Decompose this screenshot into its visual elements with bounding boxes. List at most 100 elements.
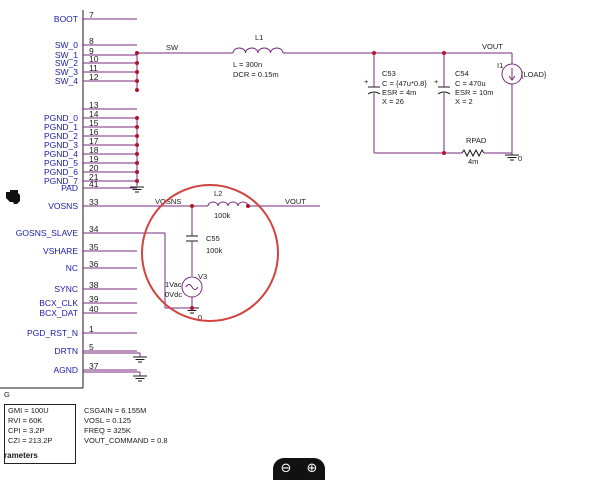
pin-label: SYNC <box>54 284 78 294</box>
parameters-box <box>4 404 76 464</box>
junction-dot <box>135 88 139 92</box>
junction-dot <box>372 51 376 55</box>
pin-label: BOOT <box>54 14 78 24</box>
zoom-toolbar: ⊖ ⊕ <box>273 458 325 480</box>
c54-ref: C54 <box>455 69 469 78</box>
pgnd-ground-symbol <box>129 183 145 193</box>
pin-label: PGND_6 <box>44 167 78 177</box>
param-rvi: RVI = 60K <box>8 416 43 425</box>
c54-plate-bottom <box>437 91 451 95</box>
pin-label: PGND_3 <box>44 140 78 150</box>
pin-number: 39 <box>89 294 99 304</box>
junction-dot <box>190 306 194 310</box>
junction-dot <box>135 51 139 55</box>
c55-value: 100k <box>206 246 223 255</box>
zoom-in-icon: ⊕ <box>306 461 318 476</box>
pin-label: NC <box>66 263 78 273</box>
junction-dot <box>135 161 139 165</box>
v3-ground-label: 0 <box>198 313 202 322</box>
pin-label: PAD <box>61 183 78 193</box>
junction-dot <box>442 151 446 155</box>
pin-label: SW_0 <box>55 40 78 50</box>
param-gmi: GMI = 100U <box>8 406 49 415</box>
pin-label: SW_3 <box>55 67 78 77</box>
c54-polarity: + <box>434 77 439 86</box>
pin-number: 37 <box>89 361 99 371</box>
pin-number: 41 <box>89 179 99 189</box>
junction-dot <box>135 116 139 120</box>
i1-value: {LOAD} <box>521 70 547 79</box>
output-ground-label: 0 <box>518 154 522 163</box>
pin-number: 12 <box>89 72 99 82</box>
pin-number: 7 <box>89 10 94 20</box>
c53-esr: ESR = 4m <box>382 88 416 97</box>
pin-number: 18 <box>89 145 99 155</box>
c55-ref: C55 <box>206 234 220 243</box>
junction-dot <box>135 170 139 174</box>
pin-label: BCX_CLK <box>39 298 78 308</box>
pin-label: SW_2 <box>55 58 78 68</box>
l1-value: L = 300n <box>233 60 262 69</box>
param-vout-command: VOUT_COMMAND = 0.8 <box>84 436 168 445</box>
pin-number: 15 <box>89 118 99 128</box>
c54-esr: ESR = 10m <box>455 88 494 97</box>
i1-ref: I1 <box>497 61 503 70</box>
pin-number: 16 <box>89 127 99 137</box>
pin-label: PGND_7 <box>44 176 78 186</box>
pin-number: 13 <box>89 100 99 110</box>
pin-number: 14 <box>89 109 99 119</box>
i1-arrow-head <box>508 75 516 81</box>
c53-plate-bottom <box>367 91 381 95</box>
pin-label: AGND <box>53 365 78 375</box>
sw-net-label: SW <box>166 43 179 52</box>
vosns-net-label: VOSNS <box>155 197 181 206</box>
inductor-l2-symbol <box>207 201 249 207</box>
param-csgain: CSGAIN = 6.155M <box>84 406 147 415</box>
pin-label: PGND_5 <box>44 158 78 168</box>
rpad-value: 4m <box>468 157 478 166</box>
junction-dot <box>135 143 139 147</box>
output-ground-symbol <box>504 153 520 161</box>
param-cpi: CPI = 3.2P <box>8 426 45 435</box>
agnd-ground-symbol <box>83 371 148 382</box>
pin-label: PGND_4 <box>44 149 78 159</box>
zoom-out-button[interactable]: ⊖ <box>276 459 296 479</box>
c54-capacitance: C = 470u <box>455 79 486 88</box>
v3-vac: 1Vac <box>165 280 182 289</box>
pin-number: 8 <box>89 36 94 46</box>
junction-dot <box>135 134 139 138</box>
param-vosl: VOSL = 0.125 <box>84 416 132 425</box>
l2-ref: L2 <box>214 189 222 198</box>
pin-label: VOSNS <box>48 201 78 211</box>
pin-label: PGND_0 <box>44 113 78 123</box>
junction-dot <box>135 79 139 83</box>
param-czi: CZI = 213.2P <box>8 436 53 445</box>
vout-top-label: VOUT <box>482 42 503 51</box>
pin-number: 1 <box>89 324 94 334</box>
junction-dot <box>135 70 139 74</box>
pin-label: BCX_DAT <box>39 308 78 318</box>
pin-number: 5 <box>89 342 94 352</box>
ic-ref-fragment: G <box>4 390 10 399</box>
pin-label: SW_4 <box>55 76 78 86</box>
pin-number: 17 <box>89 136 99 146</box>
zoom-in-button[interactable]: ⊕ <box>302 459 322 479</box>
highlight-circle <box>141 184 279 322</box>
pin-label: SW_1 <box>55 50 78 60</box>
parameters-footer-label: rameters <box>4 451 38 460</box>
pin-label: PGND_2 <box>44 131 78 141</box>
param-freq: FREQ = 325K <box>84 426 131 435</box>
junction-dot <box>135 152 139 156</box>
pin-number: 38 <box>89 280 99 290</box>
pin-number: 35 <box>89 242 99 252</box>
resistor-rpad-symbol <box>461 148 485 158</box>
pin-number: 34 <box>89 224 99 234</box>
pin-label: VSHARE <box>43 246 78 256</box>
pin-label: PGND_1 <box>44 122 78 132</box>
vout-mid-label: VOUT <box>285 197 306 206</box>
junction-dot <box>442 51 446 55</box>
pin-number: 40 <box>89 304 99 314</box>
pin-number: 10 <box>89 54 99 64</box>
